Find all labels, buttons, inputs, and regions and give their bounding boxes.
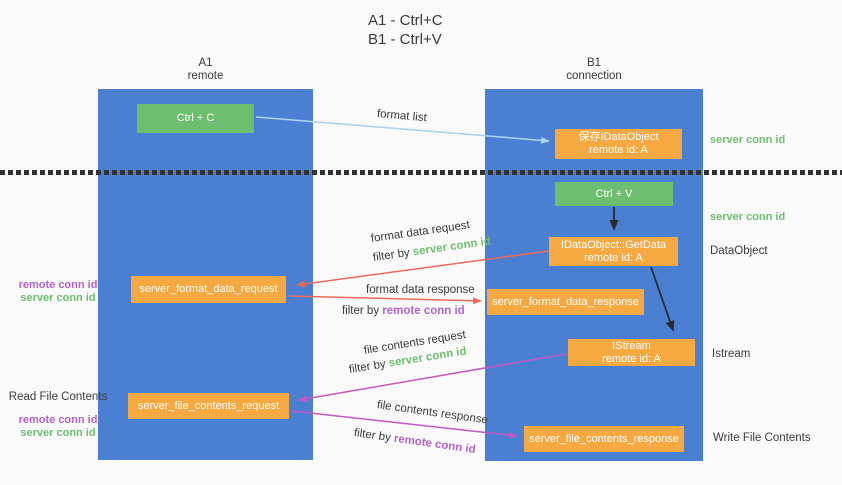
side-label-remote-conn-id-2: remote conn id: [18, 414, 98, 426]
node-server-file-contents-response: server_file_contents_response: [524, 426, 684, 452]
side-label-server-conn-id-mid: server conn id: [710, 211, 786, 223]
node-idataobject-getdata: IDataObject::GetData remote id: A: [549, 237, 678, 266]
side-label-server-conn-id-left-2: server conn id: [20, 427, 96, 439]
column-a1-id: A1: [198, 57, 213, 69]
node-server-format-data-request: server_format_data_request: [131, 276, 286, 303]
title-line-2: B1 - Ctrl+V: [368, 31, 442, 48]
node-format-request-label: server_format_data_request: [139, 283, 278, 295]
node-file-request-label: server_file_contents_request: [137, 399, 280, 412]
column-header-a1: A1 remote: [98, 57, 313, 83]
node-istream: IStream remote id: A: [568, 339, 695, 366]
remote-conn-id-text: remote conn id: [382, 305, 465, 317]
node-server-file-contents-request: server_file_contents_request: [128, 393, 289, 419]
node-ctrl-v-label: Ctrl + V: [595, 187, 633, 200]
filter-by-text: filter by: [353, 427, 392, 445]
side-label-remote-conn-id-1: remote conn id: [18, 279, 98, 291]
label-filter-by-remote-conn-id-1: filter by remote conn id: [342, 305, 465, 317]
server-conn-id-text: server conn id: [412, 235, 492, 259]
format-data-response-arrow: [288, 295, 482, 305]
side-label-dataobject: DataObject: [710, 245, 768, 257]
node-save-idataobject-remote-id: remote id: A: [589, 144, 648, 156]
node-istream-title: IStream: [612, 339, 651, 352]
column-b1-id: B1: [586, 57, 602, 69]
side-label-server-conn-id-top: server conn id: [710, 134, 786, 146]
filter-by-text: filter by: [342, 305, 380, 317]
node-server-format-data-response: server_format_data_response: [487, 289, 644, 315]
node-ctrl-v: Ctrl + V: [555, 182, 673, 206]
label-file-contents-response: file contents response: [376, 399, 489, 427]
node-istream-remote-id: remote id: A: [602, 352, 661, 365]
node-ctrl-c-label: Ctrl + C: [176, 112, 215, 124]
column-header-b1: B1 connection: [485, 57, 703, 83]
node-save-idataobject: 保存IDataObject remote id: A: [555, 129, 682, 159]
node-ctrl-c: Ctrl + C: [137, 104, 254, 133]
filter-by-text: filter by: [348, 358, 387, 376]
node-file-response-label: server_file_contents_response: [529, 432, 679, 445]
side-label-istream: Istream: [712, 348, 751, 360]
title-line-1: A1 - Ctrl+C: [368, 12, 443, 29]
dashed-separator: [0, 170, 842, 175]
side-label-write-file-contents: Write File Contents: [713, 432, 811, 444]
diagram-title: A1 - Ctrl+C B1 - Ctrl+V: [368, 11, 443, 49]
label-format-list: format list: [376, 108, 428, 125]
node-getdata-title: IDataObject::GetData: [560, 238, 667, 251]
column-b1-name: connection: [566, 70, 622, 82]
side-label-server-conn-id-left-1: server conn id: [20, 292, 96, 304]
label-filter-by-remote-conn-id-2: filter by remote conn id: [353, 427, 476, 456]
column-a1-name: remote: [187, 70, 224, 82]
side-label-read-file-contents: Read File Contents: [8, 391, 108, 403]
filter-by-text: filter by: [372, 246, 411, 264]
remote-conn-id-text: remote conn id: [393, 432, 477, 457]
node-format-response-label: server_format_data_response: [492, 295, 639, 308]
label-format-data-response: format data response: [366, 284, 475, 296]
node-getdata-remote-id: remote id: A: [584, 251, 643, 264]
node-save-idataobject-title: 保存IDataObject: [578, 131, 659, 143]
